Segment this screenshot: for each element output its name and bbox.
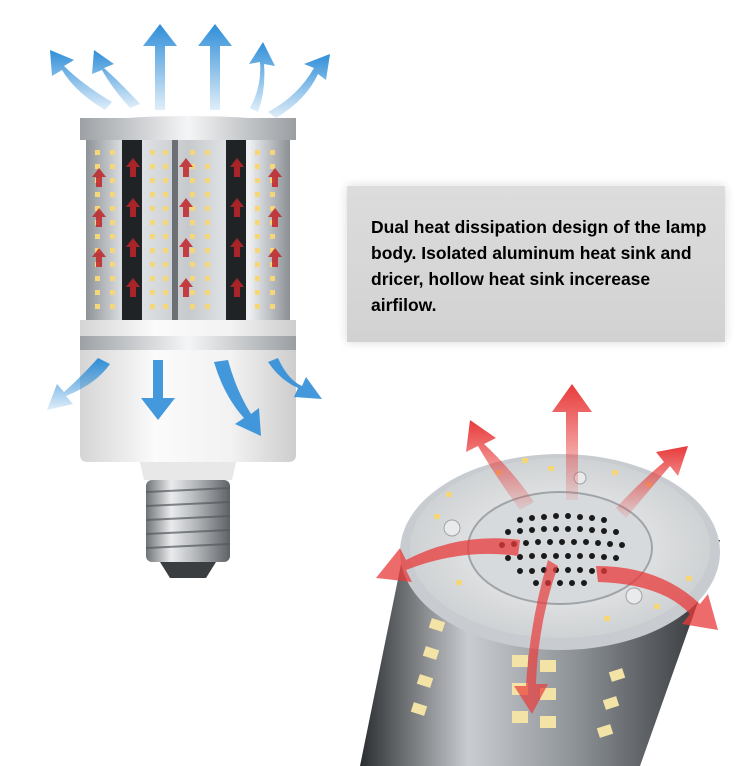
heat-arrow-icon bbox=[596, 566, 718, 630]
lamp-middle-ring bbox=[80, 320, 296, 350]
closeup-lamp bbox=[360, 454, 720, 766]
arrow-up-icon bbox=[268, 54, 330, 118]
lamp-top-cap bbox=[80, 116, 296, 140]
caption-box: Dual heat dissipation design of the lamp… bbox=[347, 186, 725, 342]
arrow-up-icon bbox=[143, 24, 177, 110]
arrow-down-icon bbox=[141, 360, 175, 420]
arrow-up-icon bbox=[92, 50, 140, 108]
heat-arrow-icon bbox=[514, 560, 558, 714]
arrow-down-icon bbox=[47, 358, 110, 410]
heat-arrow-icon bbox=[616, 446, 688, 518]
arrow-up-icon bbox=[198, 24, 232, 110]
screw-base bbox=[145, 480, 231, 578]
caption-text: Dual heat dissipation design of the lamp… bbox=[371, 217, 707, 315]
arrow-down-icon bbox=[214, 360, 261, 436]
heat-arrow-icon bbox=[376, 538, 520, 582]
arrow-up-icon bbox=[50, 50, 112, 110]
heat-arrow-icon bbox=[466, 420, 534, 510]
heat-arrow-icon bbox=[552, 384, 592, 500]
driver-housing bbox=[80, 350, 296, 480]
hot-airflow-arrows bbox=[376, 384, 718, 714]
arrow-down-icon bbox=[268, 358, 322, 399]
top-airflow-arrows bbox=[50, 24, 330, 118]
bottom-airflow-arrows bbox=[47, 358, 322, 436]
arrow-up-icon bbox=[249, 42, 275, 112]
led-cylinder bbox=[86, 140, 290, 320]
